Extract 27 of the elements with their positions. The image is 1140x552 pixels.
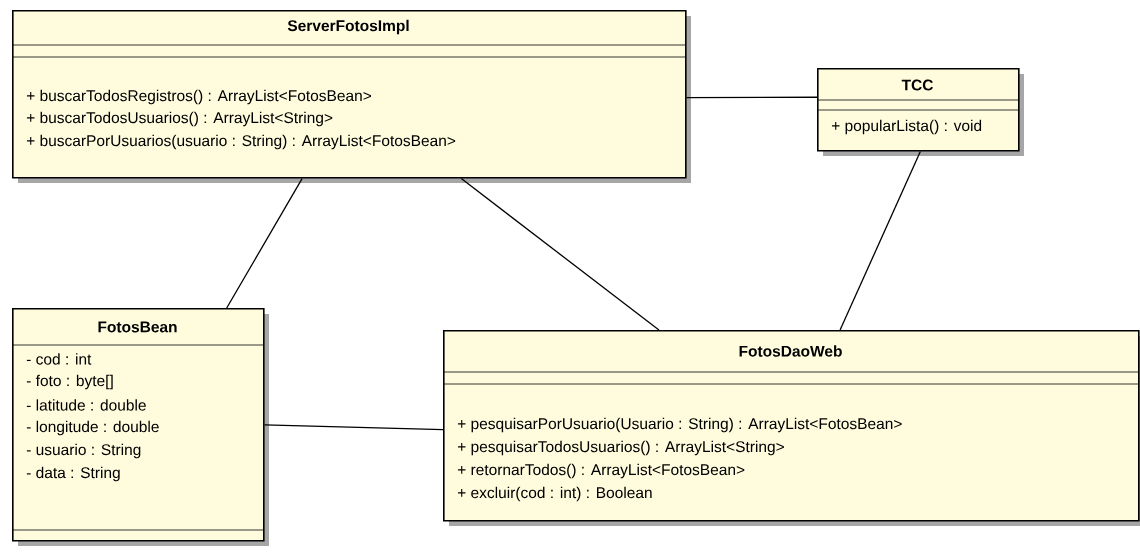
association-line [460,177,660,331]
class-attribute: - cod : int [26,353,92,365]
class-box [816,68,1024,156]
class-box [11,10,691,183]
class-box [442,330,1140,526]
class-method: + buscarPorUsuarios(usuario : String) : ArrayList<FotosBean> [26,134,456,150]
class-attribute: - data : String [26,466,120,482]
class-method: + pesquisarTodosUsuarios() : ArrayList<String> [457,440,784,456]
association-line [263,424,444,431]
association-line [226,177,303,309]
class-method: + pesquisarPorUsuario(Usuario : String) : ArrayList<FotosBean> [457,417,902,433]
class-attribute: - foto : byte[] [26,374,113,390]
class-name: FotosDaoWeb [739,345,842,357]
class-name: ServerFotosImpl [287,19,409,35]
class-method: + buscarTodosRegistros() : ArrayList<FotosBean> [26,89,371,105]
association-line [839,150,921,331]
class-method: + excluir(cod : int) : Boolean [457,486,652,502]
class-name: FotosBean [98,321,177,333]
class-method: + buscarTodosUsuarios() : ArrayList<String> [26,111,333,127]
class-box [11,308,269,546]
class-attribute: - longitude : double [26,420,159,436]
class-attribute: - usuario : String [26,443,141,459]
association-line [685,96,818,99]
class-method: + retornarTodos() : ArrayList<FotosBean> [457,463,745,479]
class-method: + popularLista() : void [831,119,982,135]
class-name: TCC [901,79,933,91]
class-attribute: - latitude : double [26,399,146,411]
